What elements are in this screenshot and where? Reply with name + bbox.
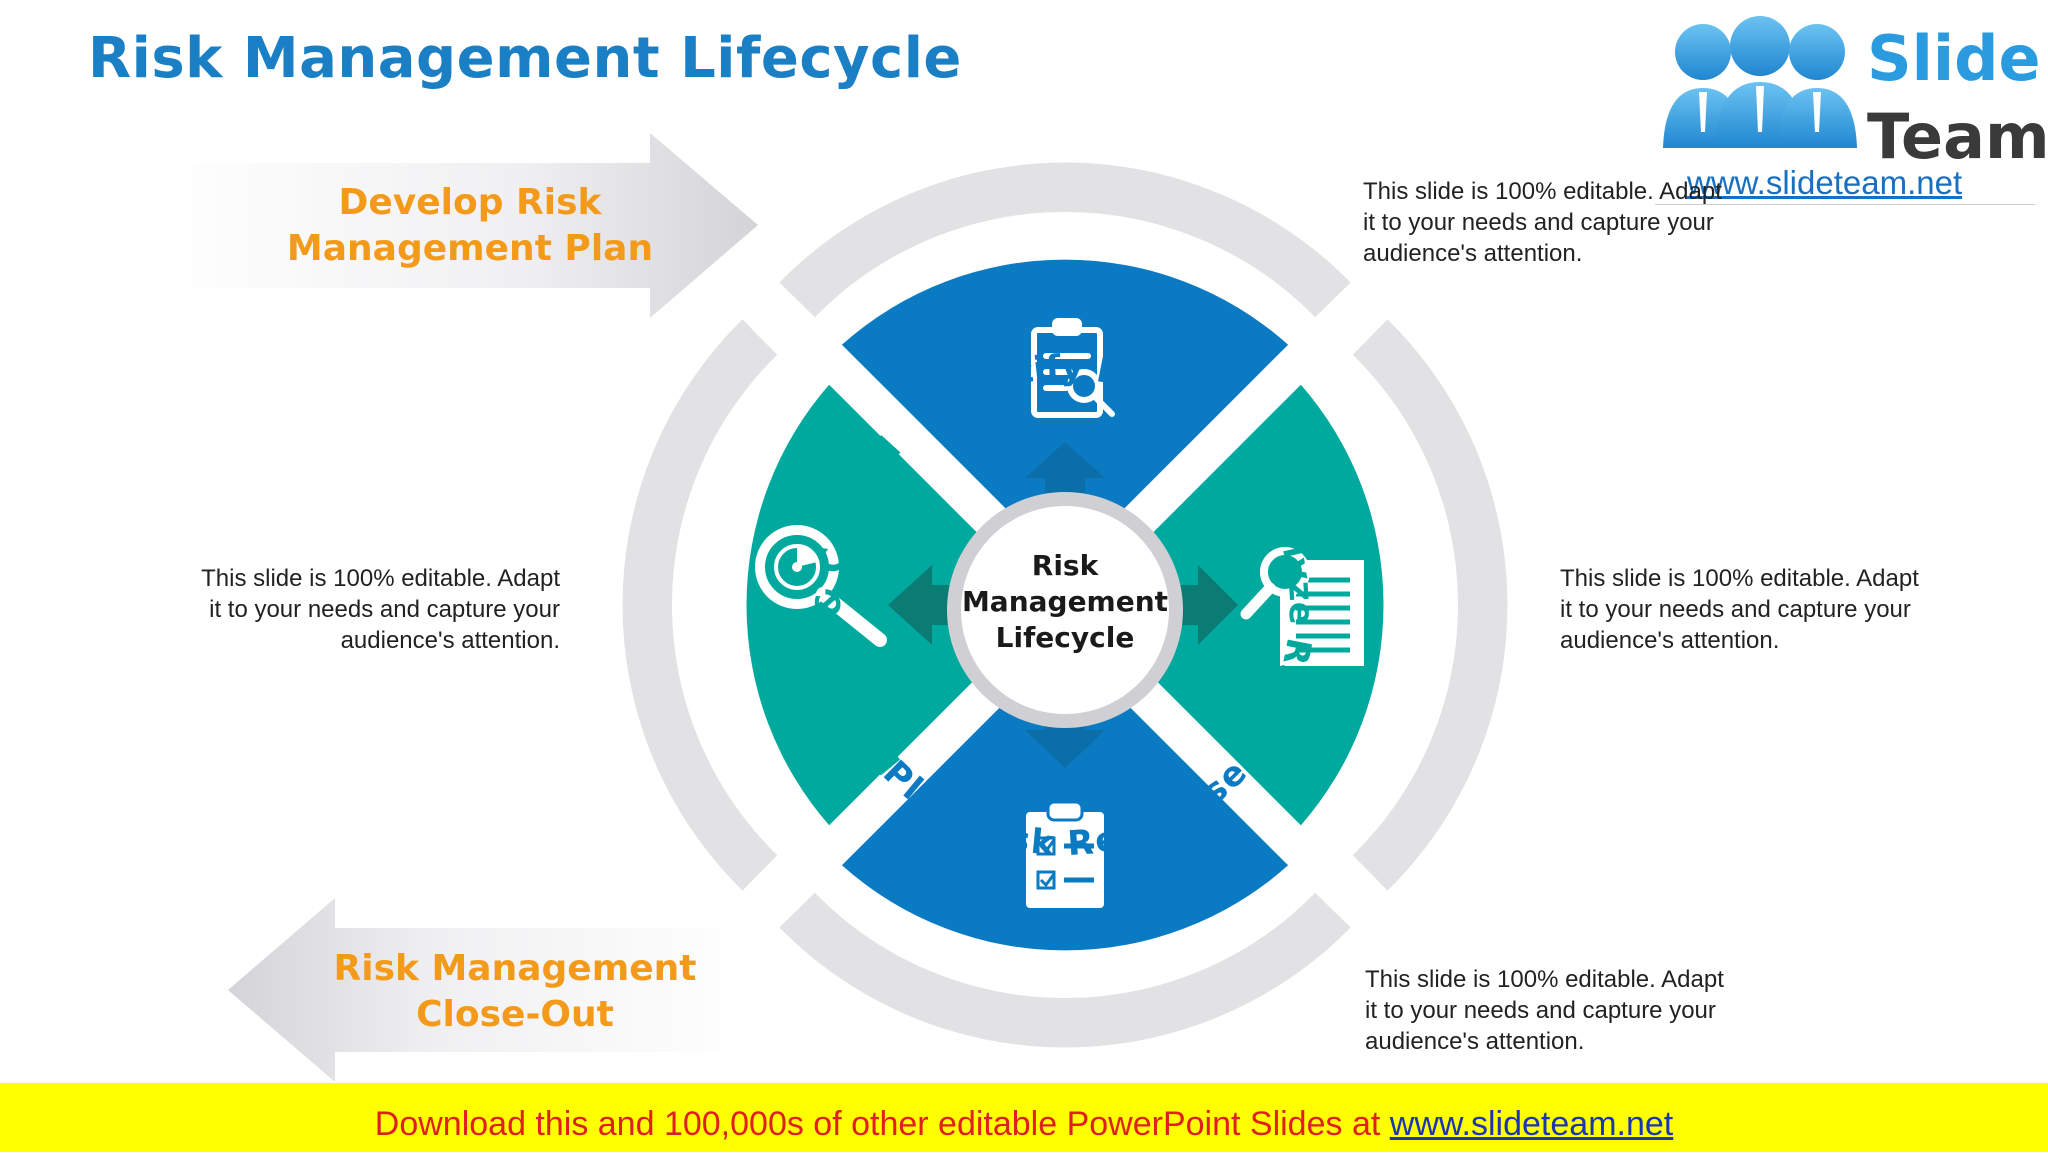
checklist-clipboard-icon [1026, 800, 1104, 908]
ring-segment-analyze [1352, 319, 1508, 891]
logo-url-link[interactable]: www.slideteam.net [1687, 164, 1963, 201]
footer-link[interactable]: www.slideteam.net [1389, 1105, 1674, 1143]
people-logo-icon [1663, 16, 1857, 148]
description-top-right: This slide is 100% editable. Adapt it to… [1363, 178, 1722, 267]
description-right: This slide is 100% editable. Adapt it to… [1560, 565, 1919, 654]
description-left: This slide is 100% editable. Adapt it to… [201, 565, 560, 654]
logo-word-team: Team [1867, 100, 2048, 173]
close-out-label: Risk Management Close-Out [300, 946, 730, 1038]
center-label-line1: Risk [1031, 549, 1099, 582]
radar-magnifier-icon [755, 525, 887, 647]
ring-segment-monitor [622, 319, 778, 891]
logo-divider [1655, 204, 2035, 205]
center-label-line3: Lifecycle [995, 621, 1135, 654]
logo-word-slide: Slide [1867, 22, 2041, 95]
close-out-line1: Risk Management [333, 948, 697, 989]
clipboard-search-icon [1031, 318, 1115, 418]
footer-text: Download this and 100,000s of other edit… [374, 1105, 1390, 1143]
document-magnifier-icon [1240, 547, 1364, 666]
quadrant-plan [841, 642, 1289, 951]
develop-plan-label: Develop Risk Management Plan [250, 180, 690, 272]
close-out-line2: Close-Out [416, 994, 614, 1035]
outer-ring [622, 162, 1508, 1048]
close-out-arrow [228, 898, 750, 1082]
description-bottom-right: This slide is 100% editable. Adapt it to… [1365, 966, 1724, 1055]
develop-plan-arrow [160, 133, 758, 318]
center-circle-inner [961, 506, 1169, 714]
ring-segment-plan [779, 892, 1351, 1048]
develop-plan-line2: Management Plan [286, 228, 654, 269]
ring-segment-identify [779, 162, 1351, 318]
develop-plan-line1: Develop Risk [338, 182, 602, 223]
download-footer-banner: Download this and 100,000s of other edit… [0, 1083, 2048, 1152]
slideteam-logo: Slide Team www.slideteam.net [1655, 8, 2048, 208]
center-label: Risk Management Lifecycle [945, 548, 1185, 656]
center-label-line2: Management [961, 585, 1169, 618]
slide-title: Risk Management Lifecycle [88, 26, 962, 91]
